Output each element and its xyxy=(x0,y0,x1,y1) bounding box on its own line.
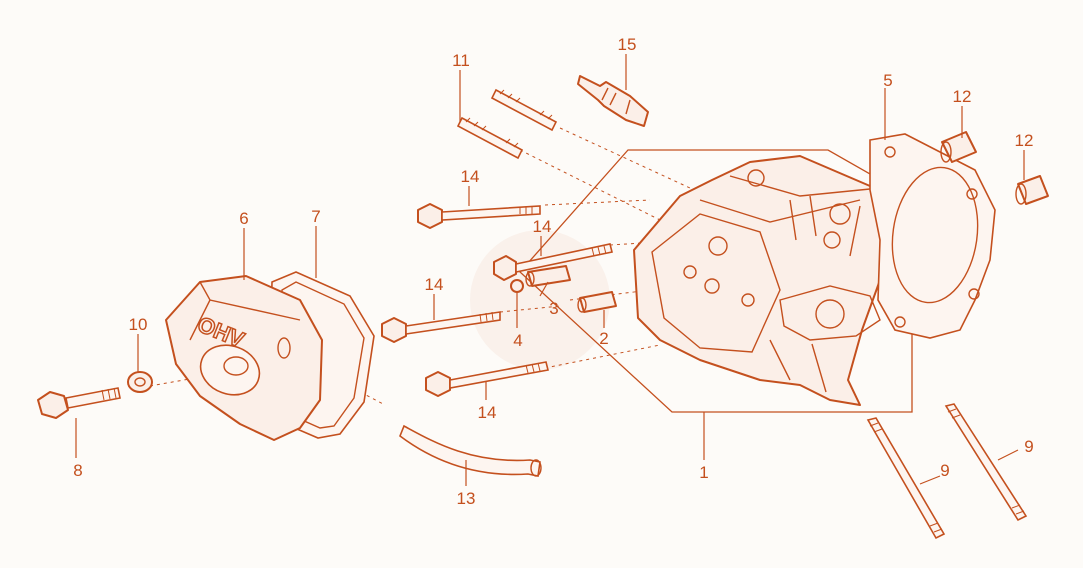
callout-9b: 9 xyxy=(1024,437,1033,456)
cylinder-head xyxy=(633,155,906,406)
callout-labels: 1 2 3 4 5 6 7 8 9 9 10 11 12 12 13 14 14… xyxy=(73,35,1033,508)
callout-6: 6 xyxy=(239,209,248,228)
callout-8: 8 xyxy=(73,461,82,480)
bolt-14-d xyxy=(425,361,549,397)
dowel-12-b xyxy=(1015,175,1049,205)
callout-2: 2 xyxy=(599,329,608,348)
breather-tube xyxy=(399,424,542,477)
callout-14b: 14 xyxy=(533,217,552,236)
spark-plug xyxy=(577,75,649,127)
cover-bolt xyxy=(37,387,121,419)
dowel-12-a xyxy=(940,131,977,163)
bolt-14-c xyxy=(381,311,501,343)
sealing-washer xyxy=(127,371,153,393)
washer-4 xyxy=(510,279,524,293)
bolt-14-a xyxy=(417,203,541,229)
head-stud-lower xyxy=(456,116,524,160)
callout-11: 11 xyxy=(452,51,470,70)
stud-9-a xyxy=(866,417,946,540)
callout-13: 13 xyxy=(457,489,476,508)
head-gasket xyxy=(869,133,996,339)
head-stud-upper xyxy=(490,88,558,132)
valve-cover: OHV xyxy=(165,275,323,441)
callout-4: 4 xyxy=(513,331,522,350)
callout-14c: 14 xyxy=(425,275,444,294)
callout-14a: 14 xyxy=(461,167,480,186)
callout-14d: 14 xyxy=(478,403,497,422)
callout-10: 10 xyxy=(129,315,148,334)
callout-15: 15 xyxy=(618,35,637,54)
dowel-pin-2 xyxy=(577,291,617,313)
callout-12b: 12 xyxy=(1015,131,1034,150)
callout-1: 1 xyxy=(699,463,708,482)
leader-lines xyxy=(75,54,1025,486)
callout-5: 5 xyxy=(883,71,892,90)
alignment-lines xyxy=(149,127,691,406)
assembly-frame xyxy=(519,149,913,413)
bolt-14-b xyxy=(493,243,613,281)
dowel-pin-3 xyxy=(525,265,571,287)
callout-12a: 12 xyxy=(953,87,972,106)
callout-7: 7 xyxy=(311,207,320,226)
stud-9-b xyxy=(944,403,1028,522)
callout-3: 3 xyxy=(549,299,558,318)
callout-9a: 9 xyxy=(940,461,949,480)
